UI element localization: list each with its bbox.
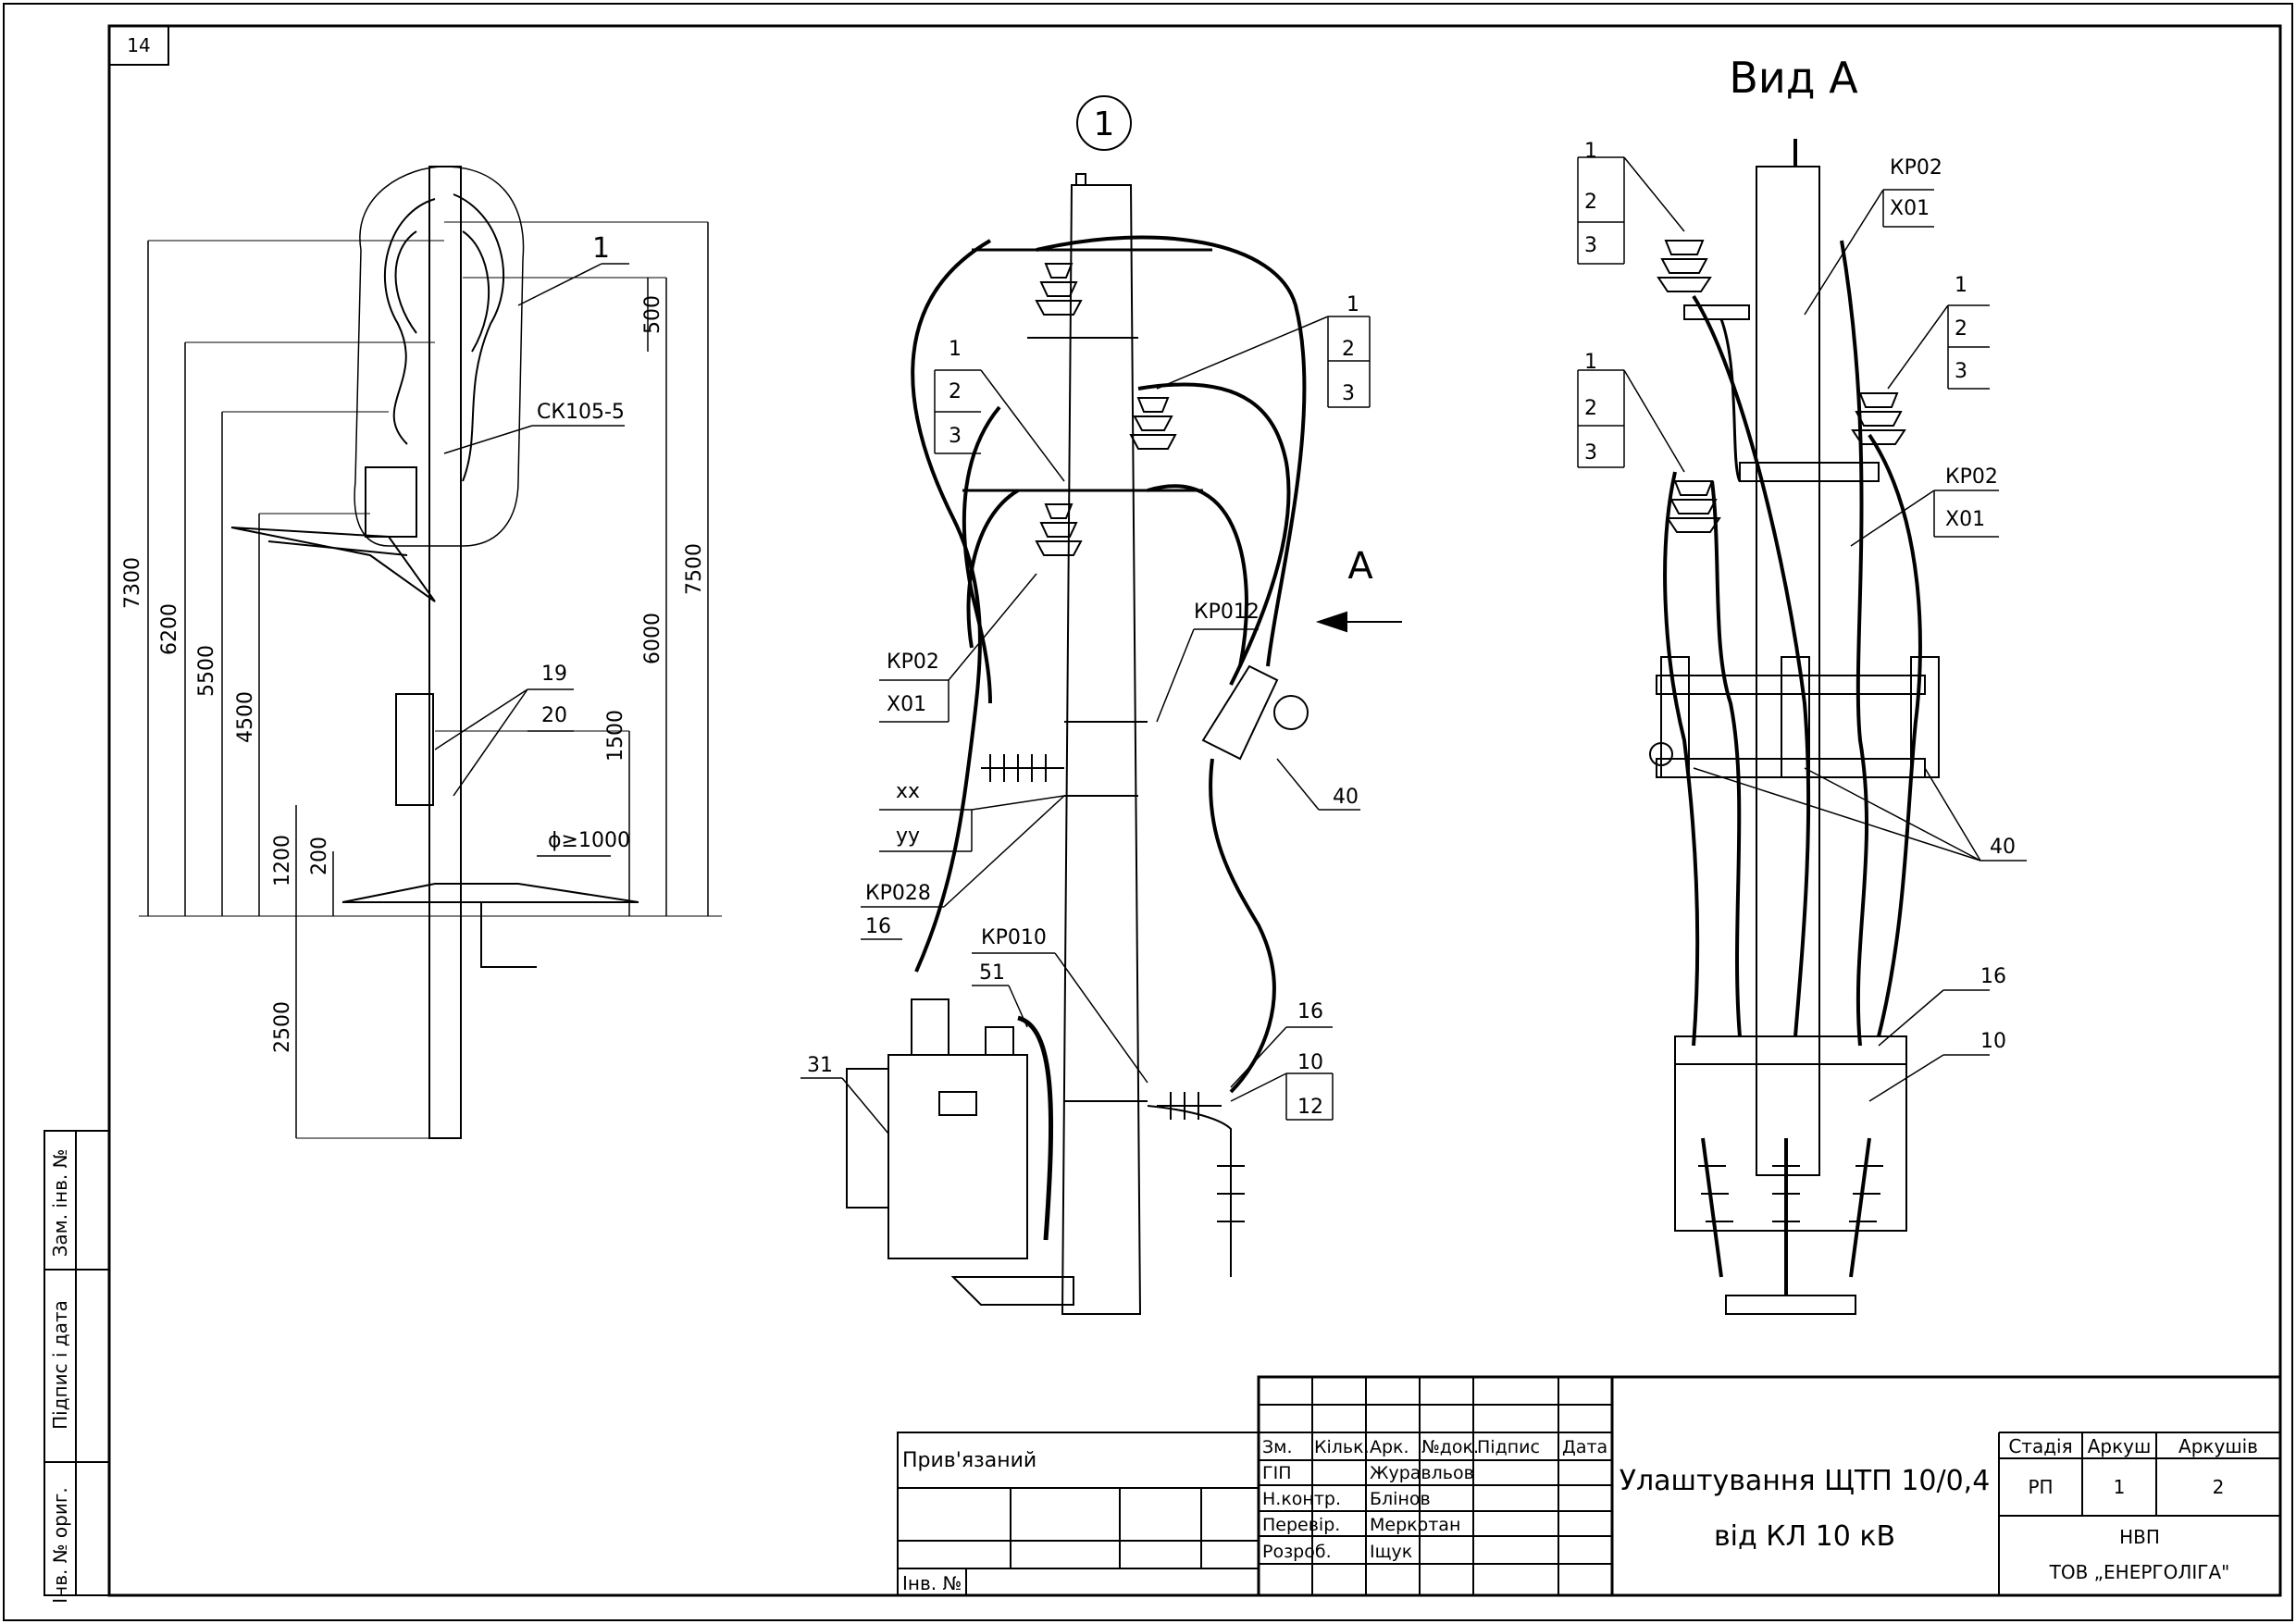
- dim-7500: 7500: [683, 543, 706, 595]
- viewa-label-1a: 1: [1584, 140, 1597, 163]
- pole-side: [428, 166, 462, 1139]
- tb-name-3: Іщук: [1370, 1542, 1412, 1562]
- front-view: [800, 95, 1402, 1315]
- tb-title-line1: Улаштування ЩТП 10/0,4: [1620, 1465, 1991, 1497]
- dim-2500: 2500: [271, 1001, 294, 1053]
- viewa-label-2b: 2: [1955, 317, 1967, 341]
- dim-500: 500: [641, 295, 664, 334]
- stamp-replace-inv: Зам. інв. №: [49, 1149, 71, 1258]
- section-circle: [1076, 95, 1132, 151]
- side-stamp: [43, 1130, 110, 1596]
- stamp-inv-orig: Інв. № ориг.: [49, 1487, 71, 1603]
- front-label-51: 51: [979, 961, 1005, 985]
- front-label-31: 31: [807, 1054, 833, 1077]
- tb-sheet-label: Аркуш: [2088, 1435, 2152, 1457]
- tb-sheets: 2: [2213, 1476, 2225, 1498]
- front-label-1a: 1: [1347, 293, 1359, 316]
- front-label-16a: 16: [865, 915, 891, 938]
- dim-7300: 7300: [121, 557, 144, 609]
- viewa-label-kp02a: КР02: [1890, 156, 1942, 180]
- tb-role-gip: ГІП: [1262, 1463, 1291, 1483]
- front-label-12: 12: [1297, 1096, 1323, 1119]
- side-label-19: 19: [541, 663, 567, 686]
- dim-6000: 6000: [641, 613, 664, 664]
- tb-stage: РП: [2028, 1476, 2053, 1498]
- tb-role-pereviv: Перевір.: [1262, 1515, 1340, 1535]
- tb-org1: НВП: [2119, 1526, 2160, 1548]
- dim-1500: 1500: [604, 710, 627, 762]
- viewa-label-3a: 3: [1584, 234, 1597, 257]
- tb-name-1: Блінов: [1370, 1489, 1431, 1509]
- tb-h-zm: Зм.: [1262, 1437, 1293, 1457]
- front-label-kp010: КР010: [981, 926, 1047, 949]
- tb-bound: Прив'язаний: [902, 1449, 1036, 1472]
- tb-inv-no: Інв. №: [902, 1572, 962, 1594]
- viewa-label-16: 16: [1980, 965, 2006, 988]
- viewa-label-10: 10: [1980, 1030, 2006, 1053]
- front-label-xx: хх: [896, 780, 920, 803]
- front-label-yy: уу: [896, 824, 920, 848]
- tb-sheet: 1: [2114, 1476, 2126, 1498]
- transformer: [887, 1054, 1028, 1259]
- sheet-number-box: [108, 25, 169, 66]
- stamp-sign-date: Підпис і дата: [49, 1300, 71, 1430]
- side-label-20: 20: [541, 704, 567, 727]
- viewa-label-kp02b: КР02: [1945, 465, 1998, 489]
- tb-role-nkontr: Н.контр.: [1262, 1489, 1341, 1509]
- viewa-label-2a: 2: [1584, 191, 1597, 214]
- tb-role-rozrob: Розроб.: [1262, 1542, 1332, 1562]
- arrow-a-letter: A: [1347, 545, 1373, 588]
- tb-stage-label: Стадія: [2008, 1435, 2072, 1457]
- side-view: [139, 166, 722, 1139]
- viewa-label-3c: 3: [1584, 441, 1597, 465]
- front-label-x01: Х01: [887, 693, 926, 716]
- tb-h-doc: №док.: [1421, 1437, 1479, 1457]
- dim-200: 200: [308, 837, 331, 875]
- tb-sheets-label: Аркушів: [2178, 1435, 2258, 1457]
- view-a: [1577, 139, 2027, 1315]
- front-label-2b: 2: [949, 380, 962, 403]
- viewa-label-1c: 1: [1584, 351, 1597, 374]
- outer-border: [3, 3, 2293, 1621]
- front-label-40: 40: [1333, 786, 1359, 809]
- front-label-3a: 3: [1342, 382, 1355, 405]
- dim-6200: 6200: [158, 603, 181, 655]
- side-label-1: 1: [592, 232, 610, 265]
- viewa-label-2c: 2: [1584, 397, 1597, 420]
- front-label-kp028: КР028: [865, 882, 931, 905]
- tb-h-date: Дата: [1562, 1437, 1607, 1457]
- front-label-10: 10: [1297, 1051, 1323, 1074]
- tb-org2: ТОВ „ЕНЕРГОЛІГА": [2049, 1561, 2230, 1583]
- viewa-label-3b: 3: [1955, 360, 1967, 383]
- tb-h-ark: Арк.: [1370, 1437, 1409, 1457]
- front-label-kp012: КР012: [1194, 601, 1260, 624]
- front-label-1b: 1: [949, 338, 962, 361]
- tb-name-2: Меркотан: [1370, 1515, 1460, 1535]
- view-a-title: Вид А: [1729, 53, 1858, 103]
- dim-1200: 1200: [271, 835, 294, 886]
- viewa-label-40: 40: [1990, 836, 2016, 859]
- tb-h-kilk: Кільк.: [1314, 1437, 1370, 1457]
- front-label-kp02: КР02: [887, 651, 939, 674]
- side-label-ck105: СК105-5: [537, 401, 625, 424]
- sheet-number: 14: [127, 34, 150, 56]
- dim-4500: 4500: [234, 691, 257, 743]
- title-block-lines: [897, 1375, 2282, 1597]
- diameter-note: ϕ≥1000: [548, 829, 630, 852]
- dim-5500: 5500: [195, 645, 218, 697]
- viewa-label-x01a: Х01: [1890, 197, 1930, 220]
- front-label-2a: 2: [1342, 338, 1355, 361]
- front-label-3b: 3: [949, 425, 962, 448]
- front-label-16b: 16: [1297, 1000, 1323, 1023]
- drawing-frame: [107, 24, 2282, 1597]
- section-number: 1: [1094, 105, 1115, 143]
- tb-title-line2: від КЛ 10 кВ: [1714, 1520, 1895, 1553]
- tb-h-sign: Підпис: [1477, 1437, 1540, 1457]
- viewa-label-x01b: Х01: [1945, 508, 1985, 531]
- pole-front: [1061, 184, 1142, 1315]
- tb-name-0: Журавльов: [1370, 1463, 1474, 1483]
- viewa-label-1b: 1: [1955, 274, 1967, 297]
